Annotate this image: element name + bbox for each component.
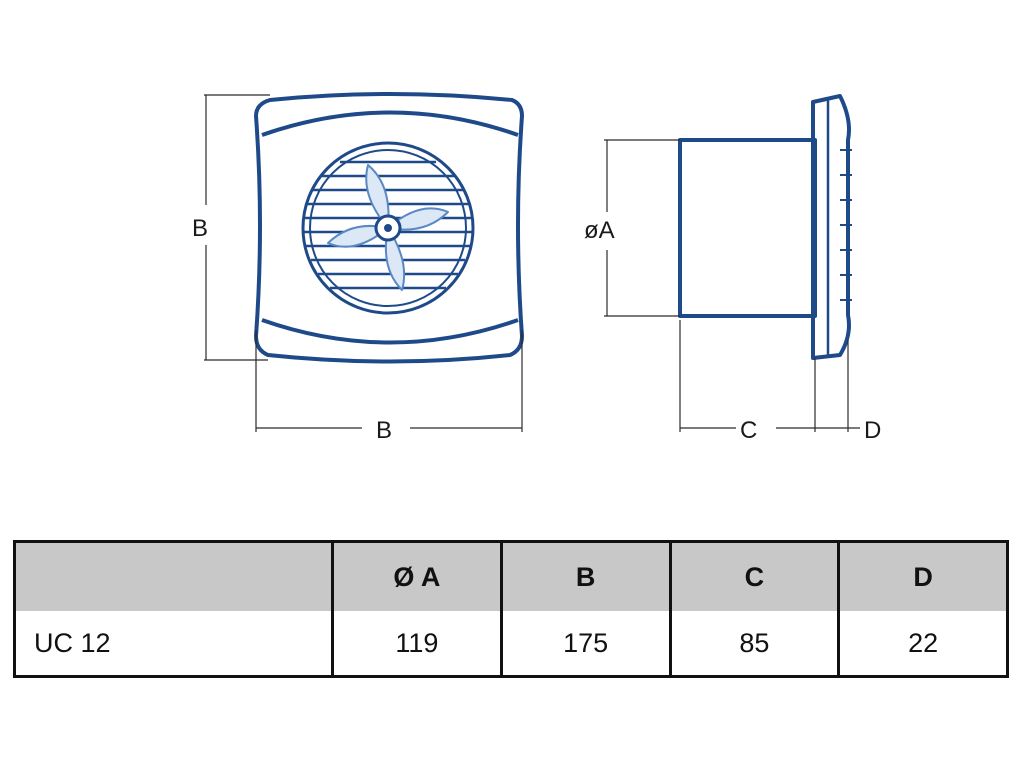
diameter-label: øA	[584, 217, 615, 244]
side-frame-ribs	[840, 149, 852, 301]
front-dimensions	[204, 94, 523, 432]
front-height-label: B	[192, 215, 208, 242]
header-b: B	[499, 540, 672, 611]
technical-drawing: B B øA C D	[192, 92, 881, 444]
table-row: UC 12 119 175 85 22	[13, 611, 1009, 678]
depth-label: C	[740, 417, 757, 444]
header-d: D	[837, 540, 1009, 611]
front-panel-outline	[254, 92, 524, 364]
table-header-row: Ø A B C D	[13, 540, 1009, 611]
side-frame	[811, 94, 851, 360]
header-diameter: Ø A	[331, 540, 503, 611]
cell-model: UC 12	[13, 611, 334, 678]
side-view	[678, 94, 852, 360]
cell-diameter: 119	[331, 611, 503, 678]
cell-b: 175	[499, 611, 672, 678]
front-width-label: B	[376, 417, 392, 444]
fan-grille-inner	[309, 149, 467, 307]
frame-label: D	[864, 417, 881, 444]
front-view	[254, 92, 524, 364]
side-body	[678, 138, 817, 318]
fan-grille-outer	[301, 141, 475, 315]
fan-blade-icon	[327, 164, 449, 291]
cell-c: 85	[668, 611, 841, 678]
header-c: C	[668, 540, 841, 611]
front-top-bevel	[261, 110, 519, 137]
cell-d: 22	[837, 611, 1009, 678]
specs-table: Ø A B C D UC 12 119 175 85 22	[13, 540, 1009, 678]
front-bottom-bevel	[261, 318, 519, 345]
side-dimensions	[604, 139, 860, 432]
header-model	[13, 540, 334, 611]
